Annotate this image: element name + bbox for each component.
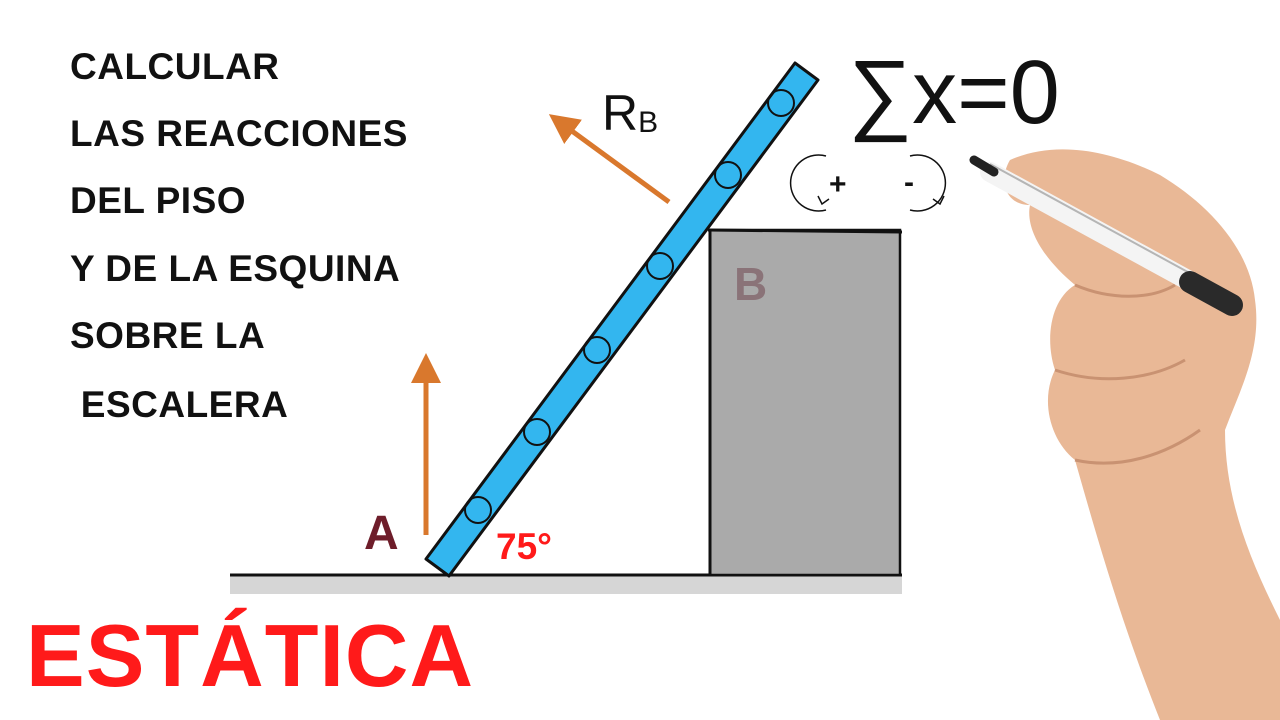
cw-arrowhead-icon <box>932 195 945 206</box>
floor <box>230 574 902 594</box>
problem-line: LAS REACCIONES <box>70 113 408 154</box>
block-top-edge <box>707 228 903 234</box>
reaction-arrow-b <box>548 114 671 205</box>
problem-line: ESCALERA <box>70 384 289 425</box>
equilibrium-formula: ∑x=0 <box>848 48 1060 138</box>
ladder-rung <box>767 89 795 117</box>
label-point-a: A <box>364 507 399 560</box>
force-rb-main: R <box>602 85 638 141</box>
force-rb-subscript: B <box>638 106 658 139</box>
ladder <box>424 61 820 578</box>
ccw-arrowhead-icon <box>817 195 830 206</box>
formula-equals: = <box>957 43 1010 143</box>
ladder-rung <box>646 252 674 280</box>
problem-line: CALCULAR <box>70 46 280 87</box>
label-point-b: B <box>734 258 767 310</box>
sigma-symbol: ∑ <box>848 43 913 143</box>
ccw-arc-icon <box>789 154 827 212</box>
ladder-rung <box>523 418 551 446</box>
problem-line: Y DE LA ESQUINA <box>70 248 401 289</box>
positive-sign: + <box>829 168 847 201</box>
marker-cap <box>1179 271 1243 316</box>
problem-line: SOBRE LA <box>70 315 266 356</box>
ladder-rungs <box>464 89 795 524</box>
label-force-rb: RB <box>602 85 658 141</box>
sign-convention <box>789 154 947 212</box>
topic-title: ESTÁTICA <box>26 606 474 705</box>
formula-variable: x <box>912 43 958 143</box>
formula-value: 0 <box>1009 43 1060 143</box>
marker-tip <box>969 155 999 177</box>
hand-shadow <box>1054 283 1201 465</box>
hand-icon <box>1004 149 1280 720</box>
ladder-rung <box>583 336 611 364</box>
ladder-rung <box>714 161 742 189</box>
problem-line: DEL PISO <box>70 180 247 221</box>
angle-label: 75° <box>496 526 552 567</box>
cw-arc-icon <box>909 154 947 212</box>
ladder-rung <box>464 496 492 524</box>
negative-sign: - <box>904 166 914 199</box>
